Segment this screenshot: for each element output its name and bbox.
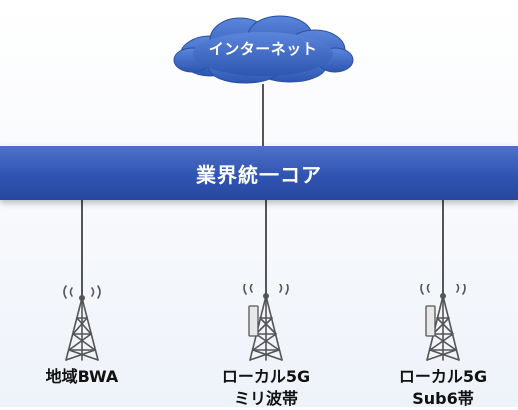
site-label-local5g-sub6: ローカル5G Sub6帯 (373, 366, 513, 410)
radio-tower-icon (63, 285, 101, 361)
core-label: 業界統一コア (196, 162, 322, 187)
site-label-local5g-mmwave: ローカル5G ミリ波帯 (196, 366, 336, 410)
internet-cloud-icon (173, 15, 354, 84)
site-label-bwa: 地域BWA (12, 366, 152, 388)
antenna-panel-icon (425, 305, 436, 337)
site-label-line2: Sub6帯 (412, 389, 474, 408)
internet-label: インターネット (208, 39, 318, 58)
antenna-panel-icon (248, 305, 259, 337)
core-bar (0, 146, 518, 200)
radio-tower-icon (243, 284, 289, 361)
site-label-line1: ローカル5G (221, 367, 311, 386)
site-label-line2: ミリ波帯 (233, 389, 298, 408)
site-label-line1: 地域BWA (45, 367, 119, 386)
site-label-line1: ローカル5G (398, 367, 488, 386)
radio-tower-icon (420, 284, 466, 361)
